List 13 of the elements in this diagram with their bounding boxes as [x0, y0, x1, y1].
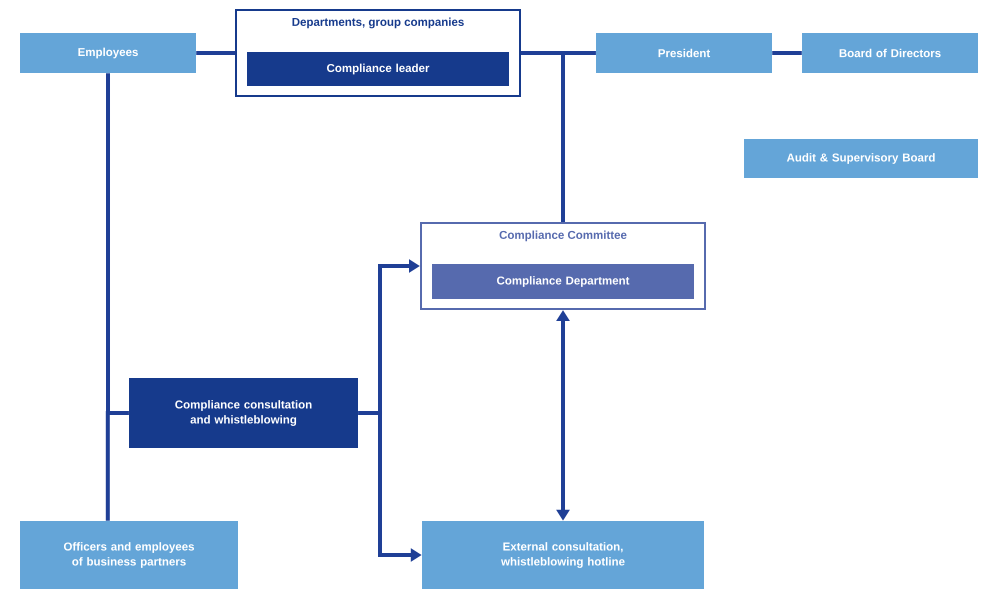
connector-line: [196, 51, 235, 55]
process-box: Compliance leader: [247, 52, 509, 86]
process-box: Officers and employees of business partners: [20, 521, 238, 589]
process-box: External consultation, whistleblowing hotline: [422, 521, 704, 589]
process-box: Audit & Supervisory Board: [744, 139, 978, 178]
connector-line: [772, 51, 802, 55]
process-box: Board of Directors: [802, 33, 978, 73]
process-box: Employees: [20, 33, 196, 73]
connector-line: [561, 51, 596, 222]
process-box: President: [596, 33, 772, 73]
connector-line: [106, 411, 129, 521]
process-box: Compliance Department: [432, 264, 694, 299]
process-box: Compliance consultation and whistleblowing: [129, 378, 358, 448]
